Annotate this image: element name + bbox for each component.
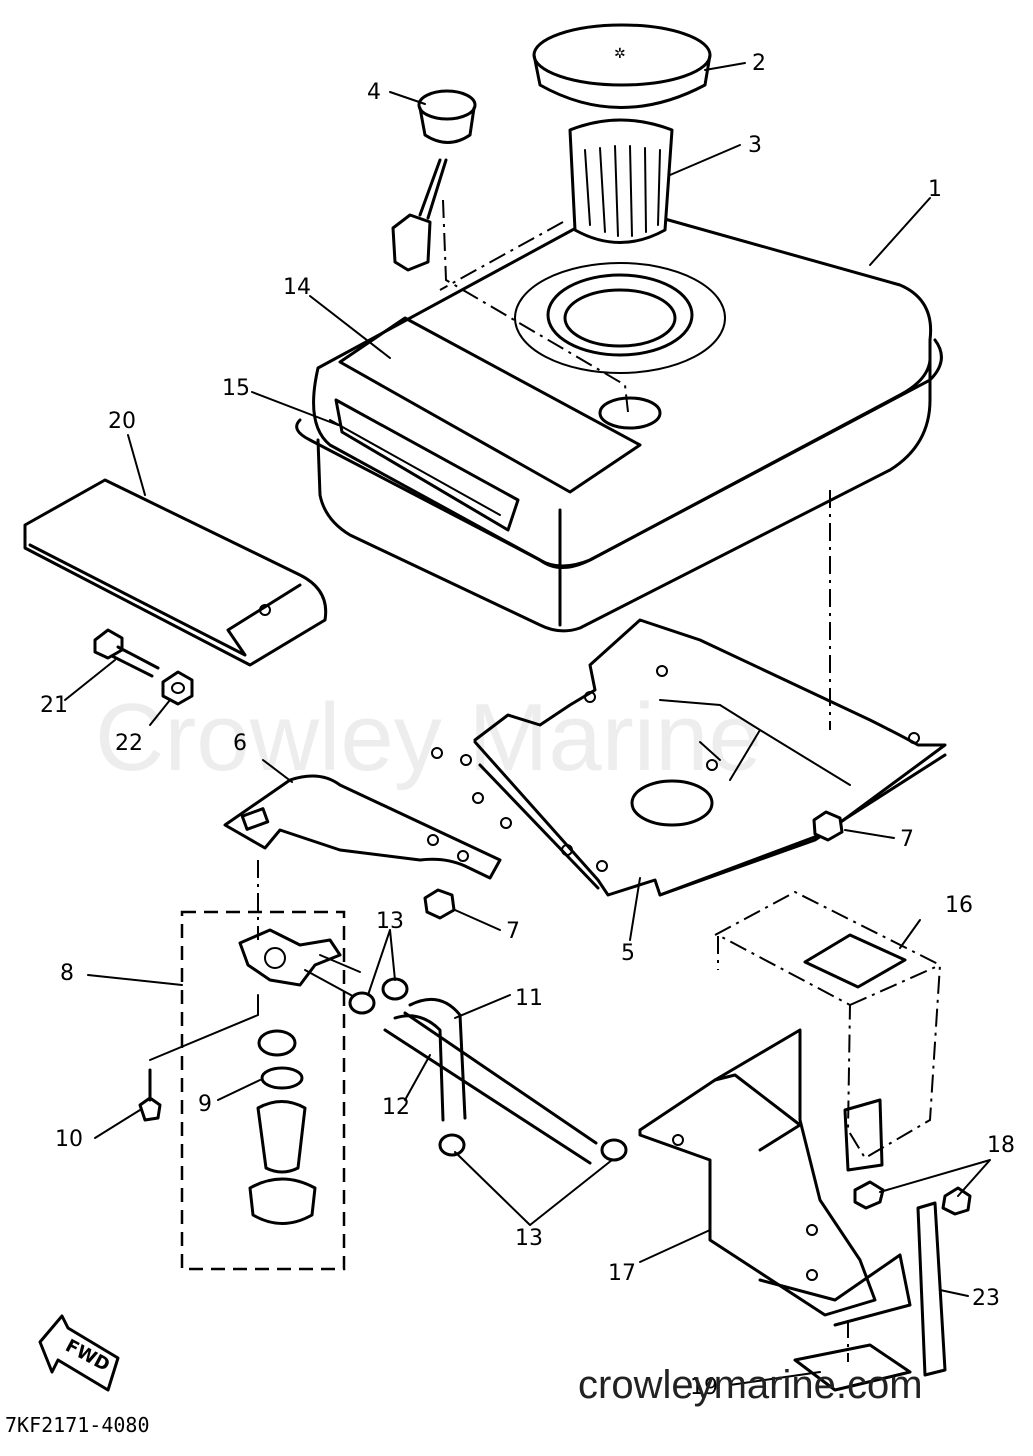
callout-13b: 13: [515, 1226, 543, 1251]
callout-20: 20: [108, 409, 136, 434]
callout-leaders: [64, 62, 991, 1386]
callout-17: 17: [608, 1261, 636, 1286]
fuel-cock-part: [238, 928, 361, 1001]
callout-16: 16: [945, 893, 973, 918]
callout-9: 9: [198, 1092, 212, 1117]
callout-4: 4: [367, 80, 381, 105]
fuel-hose-part: [383, 997, 598, 1165]
callout-18: 18: [987, 1133, 1015, 1158]
callout-numbers: 1 2 3 4 5 6 7 7 8 9 10 11 12 13 13 14 15…: [40, 51, 1015, 1400]
screw-part: [138, 1068, 162, 1122]
bolt-part: [853, 1180, 972, 1216]
fuel-gauge-part: [391, 89, 629, 413]
callout-19: 19: [690, 1375, 718, 1400]
callout-14: 14: [283, 275, 311, 300]
fwd-arrow: FWD: [38, 1314, 120, 1392]
callout-10: 10: [55, 1127, 83, 1152]
callout-15: 15: [222, 376, 250, 401]
diagram-code: 7KF2171-4080: [5, 1413, 150, 1437]
nut-part: [161, 670, 194, 706]
cap-emblem: ✲: [614, 46, 626, 62]
fuel-tank-part: [295, 207, 943, 633]
callout-3: 3: [748, 133, 762, 158]
tank-plate-part: [431, 618, 947, 897]
site-url: crowleymarine.com: [578, 1363, 923, 1407]
mount-bracket-part: [638, 1028, 912, 1327]
callout-2: 2: [752, 51, 766, 76]
watermark: Crowley Marine: [95, 684, 762, 791]
strap-part: [916, 1201, 947, 1377]
callout-12: 12: [382, 1095, 410, 1120]
callout-7a: 7: [900, 827, 914, 852]
bracket-part: [223, 774, 502, 880]
callout-5: 5: [621, 941, 635, 966]
callout-1: 1: [928, 177, 942, 202]
callout-23: 23: [972, 1286, 1000, 1311]
filter-part: [248, 1029, 317, 1225]
hose-clip-part: [348, 977, 628, 1162]
cover-part: [714, 890, 942, 1172]
fuel-cock-group-box: [180, 910, 346, 1271]
callout-13a: 13: [376, 909, 404, 934]
fwd-label: FWD: [62, 1335, 113, 1376]
callout-11: 11: [515, 986, 543, 1011]
bolt-21-part: [93, 628, 160, 678]
callout-8: 8: [60, 961, 74, 986]
pad-part: [793, 1320, 912, 1392]
panel-part: [23, 478, 328, 667]
callout-21: 21: [40, 693, 68, 718]
callout-7b: 7: [506, 919, 520, 944]
callout-22: 22: [115, 731, 143, 756]
grommet-part: [423, 810, 844, 920]
filler-cap-part: ✲: [532, 23, 712, 109]
callout-6: 6: [233, 731, 247, 756]
strainer-part: [568, 118, 674, 244]
